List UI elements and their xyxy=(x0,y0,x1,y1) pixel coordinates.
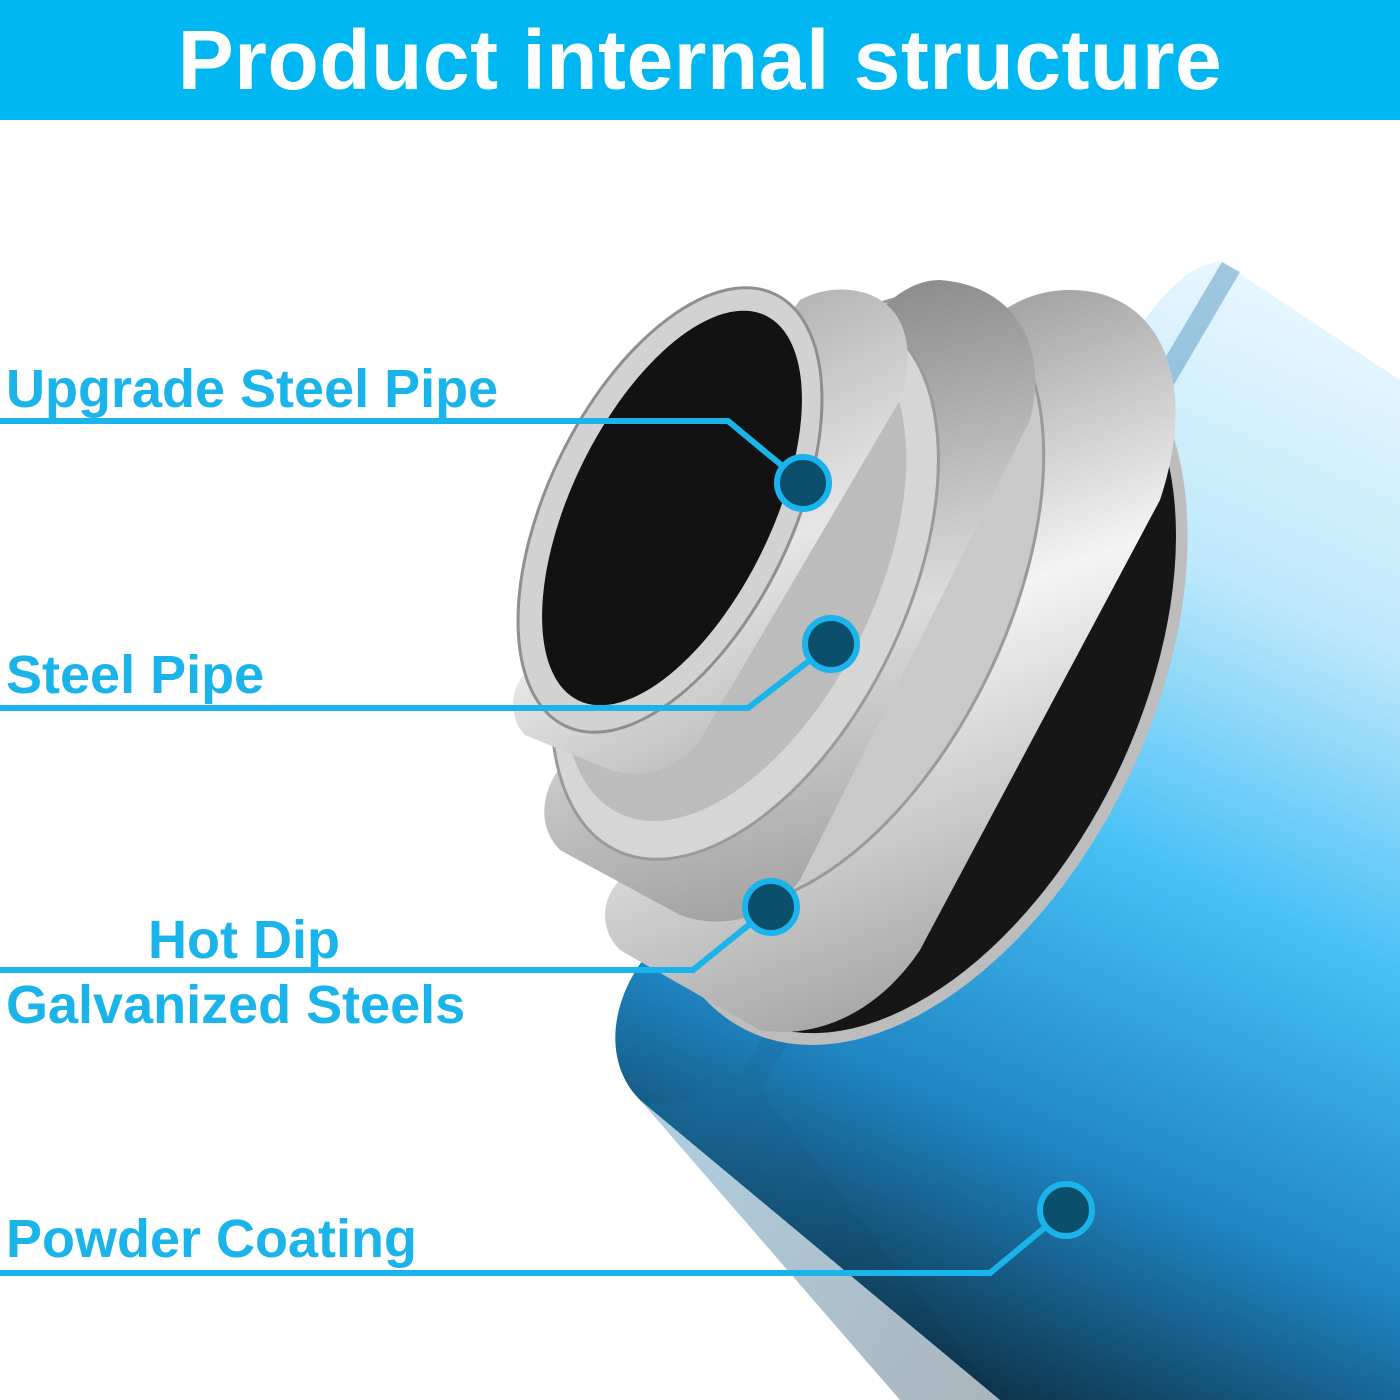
page-title: Product internal structure xyxy=(177,12,1223,107)
label-hot-dip-line1: Hot Dip xyxy=(148,910,340,970)
marker-galvanized xyxy=(742,878,800,936)
leader-line-galvanized xyxy=(0,904,773,973)
leader-lines xyxy=(0,418,1068,1276)
marker-steel xyxy=(802,615,860,673)
label-powder-coating: Powder Coating xyxy=(6,1209,418,1269)
callout-markers xyxy=(742,454,1095,1239)
leader-line-powder xyxy=(0,1207,1068,1276)
title-banner: Product internal structure xyxy=(0,0,1400,120)
label-steel-pipe: Steel Pipe xyxy=(6,645,265,705)
upgrade-steel-pipe-layer xyxy=(513,286,908,774)
leader-line-steel xyxy=(0,641,833,711)
label-upgrade-steel-pipe: Upgrade Steel Pipe xyxy=(6,359,499,419)
marker-upgrade xyxy=(774,454,832,512)
marker-powder xyxy=(1037,1181,1095,1239)
label-hot-dip-line2: Galvanized Steels xyxy=(6,975,466,1035)
leader-line-upgrade xyxy=(0,418,805,486)
